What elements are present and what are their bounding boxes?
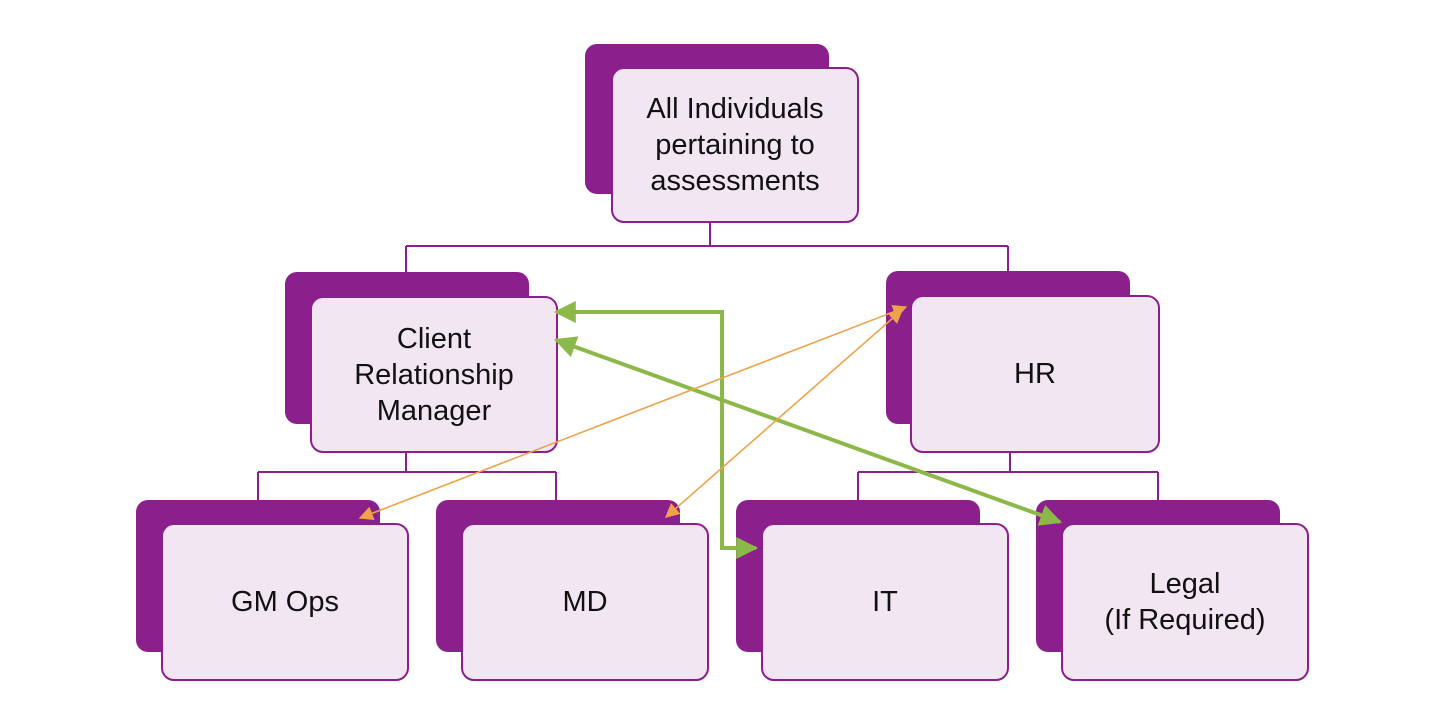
connector-hr-children [857,450,1159,500]
node-hr-front [910,295,1160,453]
node-legal-front [1061,523,1309,681]
node-root[interactable] [585,44,859,223]
node-it-front [761,523,1009,681]
node-crm[interactable] [285,272,558,453]
node-root-front [611,67,859,223]
cross-links [358,301,1063,559]
node-legal[interactable] [1036,500,1309,681]
node-md[interactable] [436,500,709,681]
node-hr[interactable] [886,271,1160,453]
connector-root-children [405,222,1009,272]
connector-crm-children [257,450,557,500]
orange-arrow-hr-md [664,309,904,518]
node-gm-ops[interactable] [136,500,409,681]
node-it[interactable] [736,500,1009,681]
node-crm-front [310,296,558,453]
node-md-front [461,523,709,681]
node-gm-ops-front [161,523,409,681]
